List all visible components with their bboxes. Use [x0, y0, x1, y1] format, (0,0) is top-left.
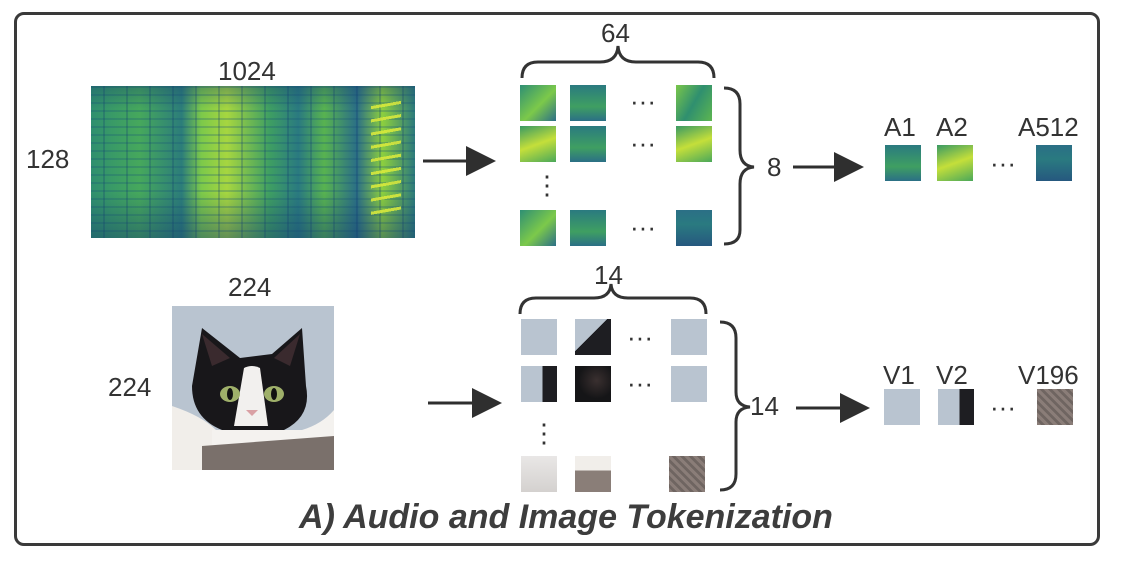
vertical-ellipsis: ⋮: [534, 170, 560, 200]
audio-patch: [676, 126, 712, 162]
image-cols-brace: [518, 283, 708, 315]
audio-patch: [570, 126, 606, 162]
ellipsis: ···: [630, 86, 656, 116]
ellipsis: ···: [627, 322, 653, 352]
cat-illustration: [172, 306, 334, 470]
image-width-label: 224: [228, 272, 272, 302]
image-token-label: V2: [936, 360, 968, 390]
image-patch: [521, 366, 557, 402]
audio-patch: [676, 85, 712, 121]
audio-patch-cols-label: 64: [601, 18, 630, 48]
audio-patch: [520, 85, 556, 121]
ellipsis: ···: [627, 368, 653, 398]
audio-cols-brace: [520, 45, 716, 79]
vertical-ellipsis: ⋮: [531, 418, 557, 448]
image-token-label: V196: [1018, 360, 1079, 390]
image-rows-brace: [719, 320, 751, 492]
audio-token: [885, 145, 921, 181]
audio-patch: [676, 210, 712, 246]
audio-token: [937, 145, 973, 181]
figure-title: A) Audio and Image Tokenization: [299, 498, 833, 536]
cat-image: [172, 306, 334, 470]
audio-token-label: A512: [1018, 112, 1079, 142]
ellipsis: ···: [630, 128, 656, 158]
image-height-label: 224: [108, 372, 152, 402]
image-patch: [575, 456, 611, 492]
spectrogram-width-label: 1024: [218, 56, 276, 86]
audio-rows-brace: [723, 86, 755, 246]
ellipsis: ···: [630, 212, 656, 242]
image-token: [1037, 389, 1073, 425]
image-patch: [575, 319, 611, 355]
audio-patch-rows-label: 8: [767, 152, 782, 182]
image-patch: [671, 366, 707, 402]
image-patch: [575, 366, 611, 402]
ellipsis: ···: [990, 392, 1016, 422]
spectrogram-height-label: 128: [26, 144, 70, 174]
ellipsis: ···: [990, 148, 1016, 178]
audio-patch: [570, 210, 606, 246]
audio-patch: [570, 85, 606, 121]
audio-patch: [520, 126, 556, 162]
audio-token: [1036, 145, 1072, 181]
spectrogram-image: [91, 86, 415, 238]
image-token-label: V1: [883, 360, 915, 390]
image-token: [938, 389, 974, 425]
audio-token-label: A1: [884, 112, 916, 142]
image-token: [884, 389, 920, 425]
image-patch-rows-label: 14: [750, 391, 779, 421]
audio-token-label: A2: [936, 112, 968, 142]
figure-frame: [14, 12, 1100, 546]
image-patch: [671, 319, 707, 355]
image-patch-cols-label: 14: [594, 260, 623, 290]
image-patch: [669, 456, 705, 492]
audio-patch: [520, 210, 556, 246]
image-patch: [521, 456, 557, 492]
image-patch: [521, 319, 557, 355]
